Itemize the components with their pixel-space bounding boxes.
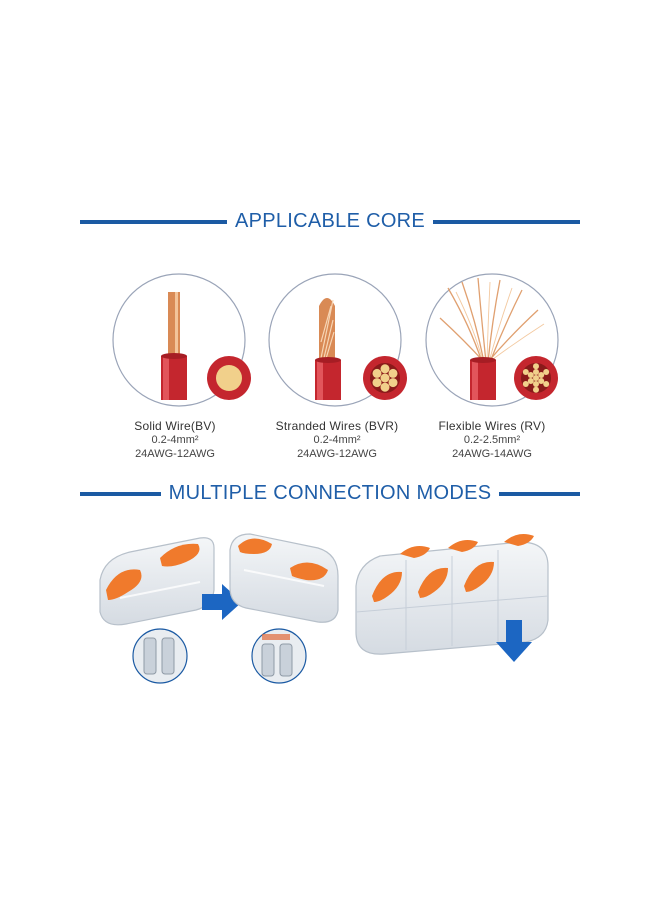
solid-wire-illustration — [105, 266, 253, 414]
applicable-core-heading: APPLICABLE CORE — [80, 210, 580, 233]
connection-modes-title: MULTIPLE CONNECTION MODES — [168, 482, 492, 504]
detail-circle-right — [251, 628, 307, 684]
connection-modes-heading: MULTIPLE CONNECTION MODES — [80, 482, 580, 505]
flexible-wire-caption: Flexible Wires (RV) 0.2-2.5mm² 24AWG-14A… — [407, 419, 577, 461]
flexible-wire-range: 0.2-2.5mm² — [463, 434, 521, 446]
down-arrow-icon — [496, 620, 532, 662]
solid-wire-caption: Solid Wire(BV) 0.2-4mm² 24AWG-12AWG — [90, 419, 260, 461]
heading-rule-left — [80, 491, 161, 496]
stacked-connectors — [355, 534, 549, 655]
stranded-wire-illustration — [261, 266, 409, 414]
applicable-core-title: APPLICABLE CORE — [234, 210, 426, 232]
heading-rule-right — [499, 491, 580, 496]
connector-left — [99, 537, 215, 626]
flexible-wire-name: Flexible Wires (RV) — [438, 419, 546, 433]
connection-modes-illustration — [0, 520, 660, 700]
heading-rule-right — [433, 219, 580, 224]
stranded-wire-range: 0.2-4mm² — [313, 434, 361, 446]
solid-wire-range: 0.2-4mm² — [151, 434, 199, 446]
connector-right — [229, 533, 339, 623]
stranded-wire-gauge: 24AWG-12AWG — [297, 447, 377, 460]
heading-rule-left — [80, 219, 227, 224]
flexible-wire-gauge: 24AWG-14AWG — [452, 447, 532, 460]
stranded-wire-name: Stranded Wires (BVR) — [275, 419, 399, 433]
stranded-wire-caption: Stranded Wires (BVR) 0.2-4mm² 24AWG-12AW… — [252, 419, 422, 461]
flexible-wire-illustration — [418, 266, 566, 414]
detail-circle-left — [132, 628, 188, 684]
solid-wire-gauge: 24AWG-12AWG — [135, 447, 215, 460]
solid-wire-name: Solid Wire(BV) — [134, 419, 216, 433]
